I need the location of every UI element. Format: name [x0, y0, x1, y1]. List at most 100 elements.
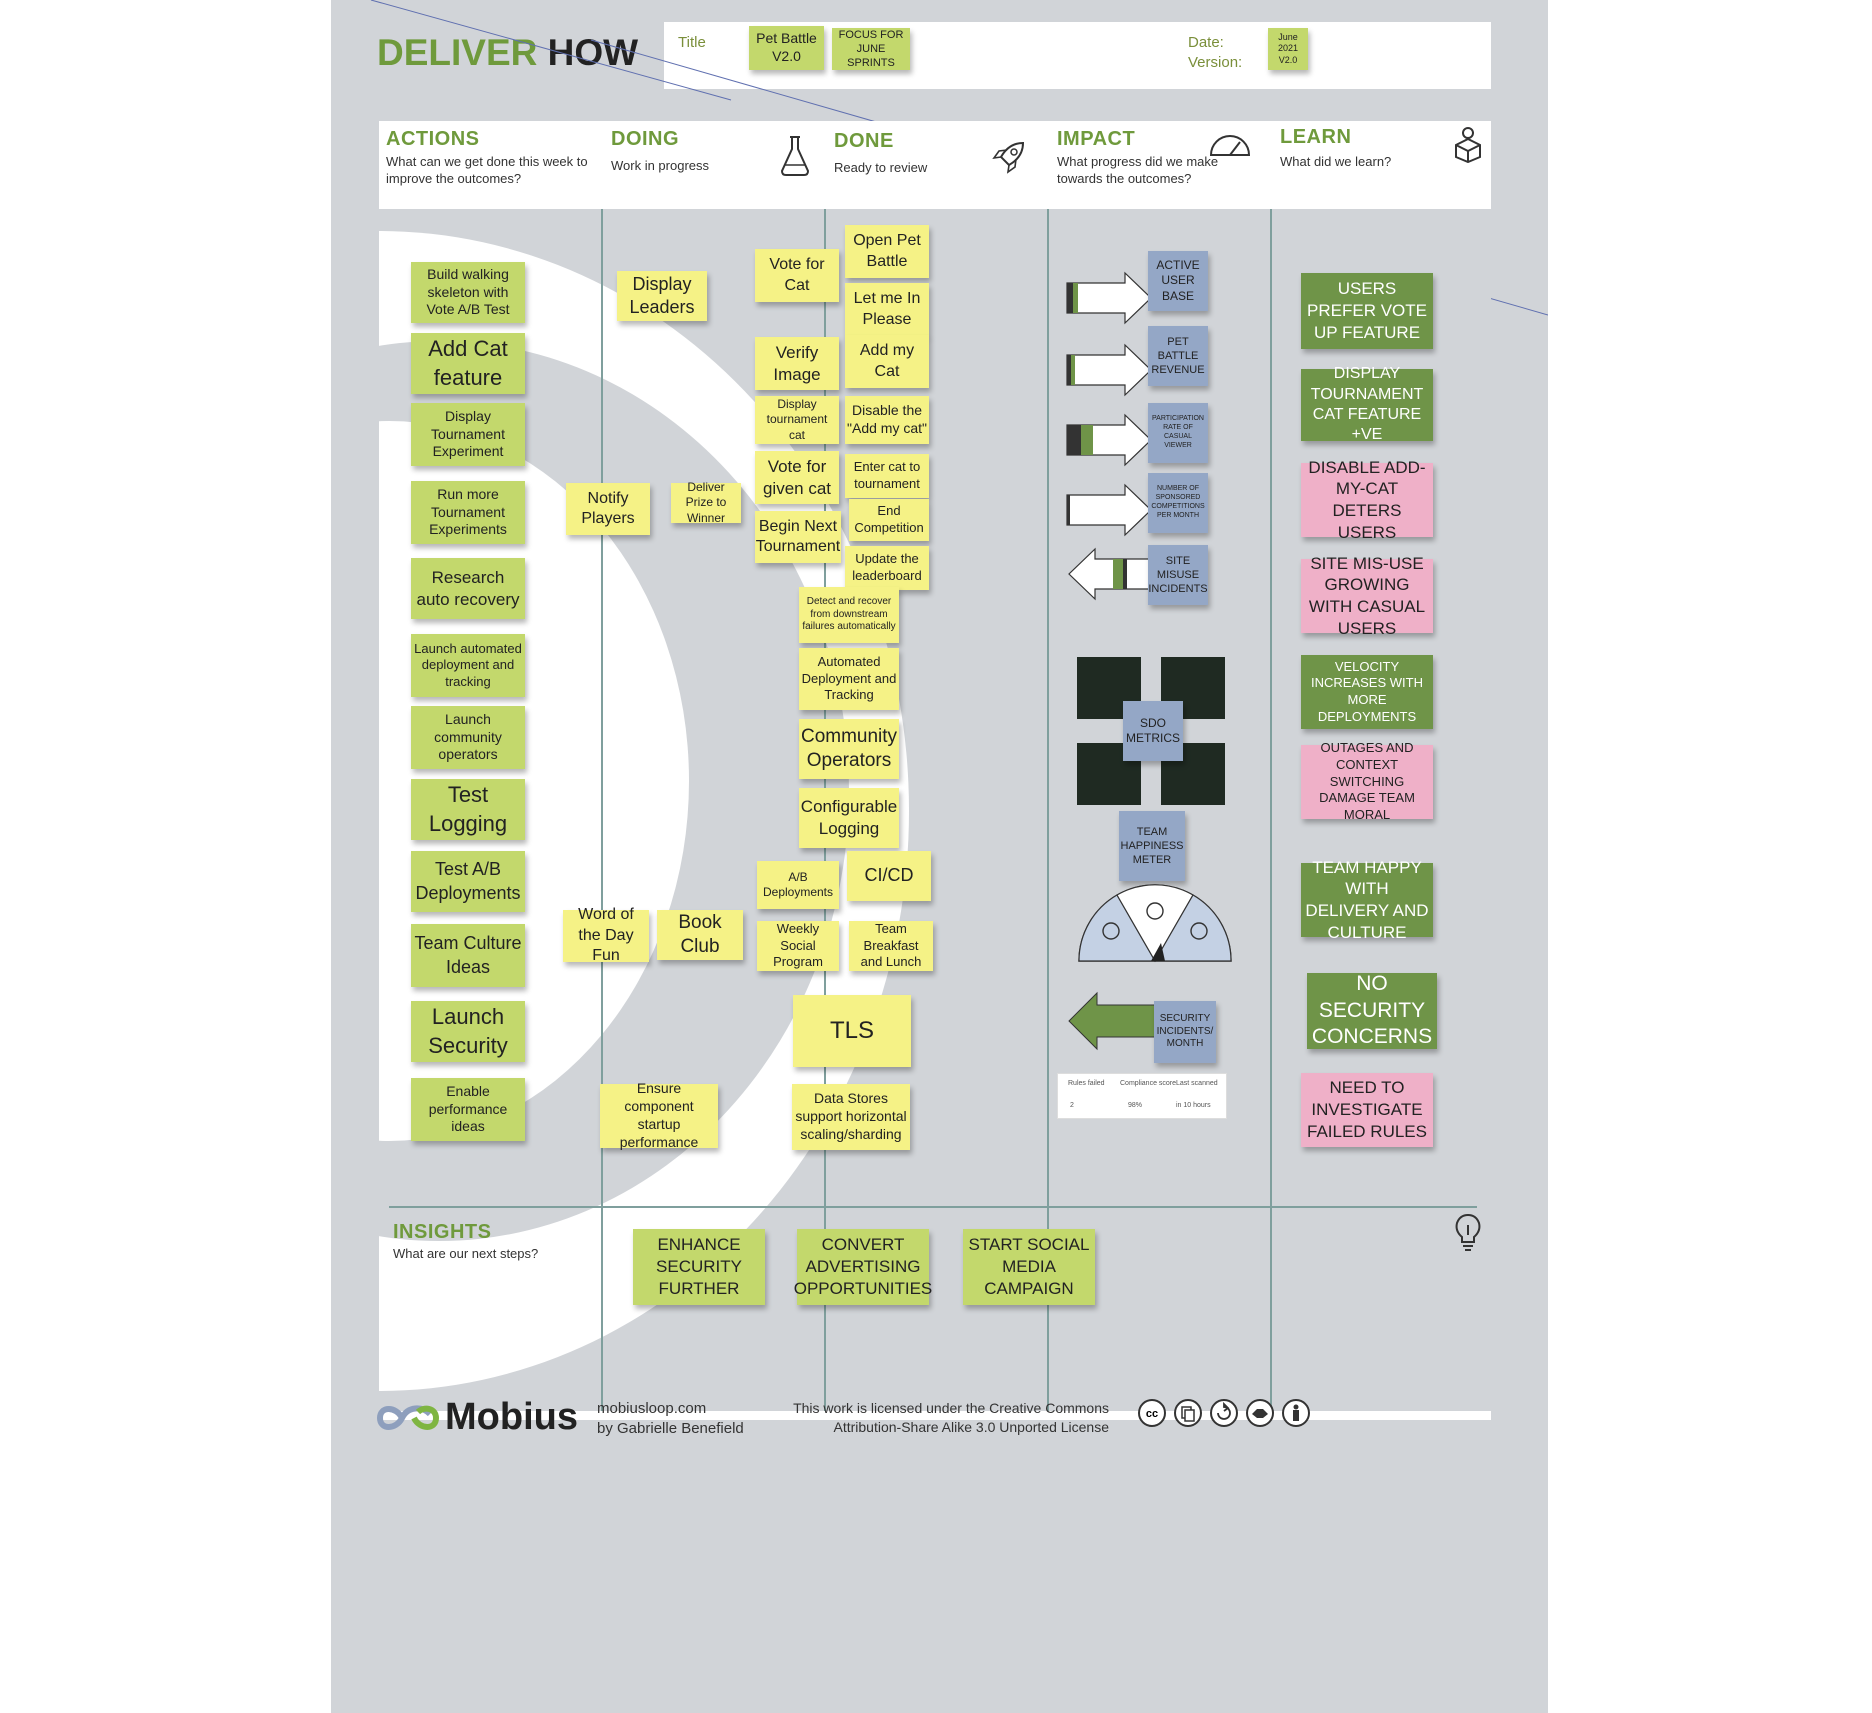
- metric-arrow-left: [1068, 547, 1154, 601]
- learn-note[interactable]: DISABLE ADD-MY-CAT DETERS USERS: [1301, 458, 1433, 542]
- impact-metric-note[interactable]: NUMBER OF SPONSORED COMPETITIONS PER MON…: [1148, 473, 1208, 533]
- cc-icons: cc: [1137, 1398, 1311, 1428]
- metric-arrow-right: [1066, 413, 1152, 467]
- team-happiness-note[interactable]: TEAM HAPPINESS METER: [1119, 811, 1185, 881]
- doing-note[interactable]: Notify Players: [566, 483, 650, 535]
- insight-note[interactable]: START SOCIAL MEDIA CAMPAIGN: [963, 1229, 1095, 1305]
- done-note[interactable]: Enter cat to tournament: [845, 454, 929, 498]
- done-note[interactable]: Update the leaderboard: [845, 546, 929, 590]
- title-bar: Title Pet Battle V2.0 FOCUS FOR JUNE SPR…: [664, 22, 1491, 89]
- done-note[interactable]: Weekly Social Program: [757, 921, 839, 971]
- done-note[interactable]: Data Stores support horizontal scaling/s…: [792, 1084, 910, 1150]
- learn-note[interactable]: NO SECURITY CONCERNS: [1307, 972, 1437, 1049]
- footer-license-line1: This work is licensed under the Creative…: [793, 1400, 1109, 1416]
- lightbulb-icon: [1455, 1213, 1481, 1251]
- done-subtitle: Ready to review: [834, 160, 928, 175]
- impact-metric-note[interactable]: SITE MISUSE INCIDENTS: [1148, 545, 1208, 605]
- done-note[interactable]: Community Operators: [799, 719, 899, 779]
- doing-note[interactable]: Deliver Prize to Winner: [671, 480, 741, 525]
- learn-title: LEARN: [1280, 126, 1352, 148]
- person-icon: [1282, 1399, 1310, 1427]
- done-note[interactable]: Open Pet Battle: [845, 225, 929, 278]
- gauge-icon: [1209, 135, 1251, 156]
- insight-note[interactable]: CONVERT ADVERTISING OPPORTUNITIES: [794, 1229, 932, 1305]
- done-note[interactable]: CI/CD: [847, 851, 931, 901]
- share-icon: [1210, 1399, 1238, 1427]
- done-note[interactable]: A/B Deployments: [757, 861, 839, 909]
- done-note[interactable]: Verify Image: [755, 337, 839, 390]
- sdo-metrics-note[interactable]: SDO METRICS: [1123, 701, 1183, 761]
- learn-note[interactable]: VELOCITY INCREASES WITH MORE DEPLOYMENTS: [1301, 655, 1433, 729]
- doing-note[interactable]: Word of the Day Fun: [563, 906, 649, 964]
- learn-note[interactable]: SITE MIS-USE GROWING WITH CASUAL USERS: [1301, 554, 1433, 638]
- compliance-table: Rules failed Compliance score Last scann…: [1057, 1073, 1227, 1119]
- table-cell: 2: [1070, 1102, 1074, 1109]
- action-note[interactable]: Launch Security: [411, 1001, 525, 1062]
- actions-title: ACTIONS: [386, 128, 480, 150]
- done-note[interactable]: Vote for given cat: [755, 451, 839, 504]
- table-cell: in 10 hours: [1176, 1102, 1211, 1109]
- done-title: DONE: [834, 130, 894, 152]
- learn-note[interactable]: TEAM HAPPY WITH DELIVERY AND CULTURE: [1301, 858, 1433, 942]
- table-cell: 98%: [1128, 1102, 1143, 1109]
- action-note[interactable]: Build walking skeleton with Vote A/B Tes…: [411, 262, 525, 323]
- security-incidents-note[interactable]: SECURITY INCIDENTS/ MONTH: [1154, 1001, 1216, 1063]
- learn-note[interactable]: OUTAGES AND CONTEXT SWITCHING DAMAGE TEA…: [1301, 740, 1433, 822]
- done-note[interactable]: Automated Deployment and Tracking: [799, 648, 899, 710]
- column-divider: [601, 121, 603, 1411]
- doing-note[interactable]: Book Club: [657, 910, 743, 960]
- learn-note[interactable]: NEED TO INVESTIGATE FAILED RULES: [1301, 1073, 1433, 1147]
- impact-metric-note[interactable]: PARTICIPATION RATE OF CASUAL VIEWER: [1148, 403, 1208, 463]
- impact-metric-note[interactable]: ACTIVE USER BASE: [1148, 251, 1208, 311]
- done-note[interactable]: Display tournament cat: [755, 396, 839, 444]
- action-note[interactable]: Enable performance ideas: [411, 1078, 525, 1141]
- footer-author: by Gabrielle Benefield: [597, 1420, 744, 1437]
- done-note[interactable]: Disable the "Add my cat": [845, 396, 929, 444]
- footer-site[interactable]: mobiusloop.com: [597, 1400, 707, 1417]
- board: ACTIONS What can we get done this week t…: [379, 121, 1491, 1420]
- done-note[interactable]: Detect and recover from downstream failu…: [799, 587, 899, 643]
- learn-note[interactable]: DISPLAY TOURNAMENT CAT FEATURE +VE: [1301, 365, 1433, 443]
- column-divider: [1270, 121, 1272, 1411]
- learn-subtitle: What did we learn?: [1280, 154, 1392, 169]
- done-note[interactable]: Let me In Please: [845, 283, 929, 336]
- insight-note[interactable]: ENHANCE SECURITY FURTHER: [633, 1229, 765, 1305]
- column-divider: [1047, 121, 1049, 1411]
- flask-icon: [780, 136, 810, 176]
- version-label: Version:: [1188, 54, 1243, 71]
- actions-subtitle: What can we get done this week to improv…: [386, 154, 588, 186]
- copy-icon: [1174, 1399, 1202, 1427]
- doing-title: DOING: [611, 128, 680, 150]
- title-note-focus[interactable]: FOCUS FOR JUNE SPRINTS: [832, 28, 910, 70]
- done-note[interactable]: Team Breakfast and Lunch: [849, 921, 933, 971]
- rocket-icon: [992, 141, 1025, 174]
- done-note[interactable]: Begin Next Tournament: [755, 511, 841, 563]
- impact-title: IMPACT: [1057, 128, 1136, 150]
- impact-metric-note[interactable]: PET BATTLE REVENUE: [1148, 326, 1208, 386]
- action-note[interactable]: Research auto recovery: [411, 558, 525, 619]
- done-note[interactable]: TLS: [793, 995, 911, 1067]
- action-note[interactable]: Team Culture Ideas: [411, 924, 525, 987]
- table-header: Last scanned: [1176, 1080, 1218, 1087]
- title-note-pet-battle[interactable]: Pet Battle V2.0: [749, 26, 824, 70]
- done-note[interactable]: End Competition: [849, 499, 929, 541]
- action-note[interactable]: Add Cat feature: [411, 333, 525, 394]
- action-note[interactable]: Test A/B Deployments: [411, 851, 525, 912]
- canvas-sheet: DELIVER HOW Title Pet Battle V2.0 FOCUS …: [331, 0, 1548, 1713]
- learn-note[interactable]: USERS PREFER VOTE UP FEATURE: [1301, 273, 1433, 349]
- doing-note[interactable]: Ensure component startup performance: [600, 1080, 718, 1150]
- doing-note[interactable]: Display Leaders: [617, 271, 707, 321]
- done-note[interactable]: Configurable Logging: [799, 788, 899, 848]
- action-note[interactable]: Run more Tournament Experiments: [411, 481, 525, 544]
- action-note[interactable]: Display Tournament Experiment: [411, 403, 525, 466]
- action-note[interactable]: Test Logging: [411, 779, 525, 840]
- action-note[interactable]: Launch community operators: [411, 706, 525, 769]
- board-band-end: [379, 1411, 1491, 1420]
- insights-title: INSIGHTS: [393, 1221, 492, 1243]
- table-header: Compliance score: [1120, 1080, 1177, 1087]
- done-note[interactable]: Add my Cat: [845, 335, 929, 388]
- action-note[interactable]: Launch automated deployment and tracking: [411, 634, 525, 697]
- cc-icon: cc: [1138, 1399, 1166, 1427]
- date-note[interactable]: June 2021 V2.0: [1268, 28, 1308, 70]
- done-note[interactable]: Vote for Cat: [755, 249, 839, 302]
